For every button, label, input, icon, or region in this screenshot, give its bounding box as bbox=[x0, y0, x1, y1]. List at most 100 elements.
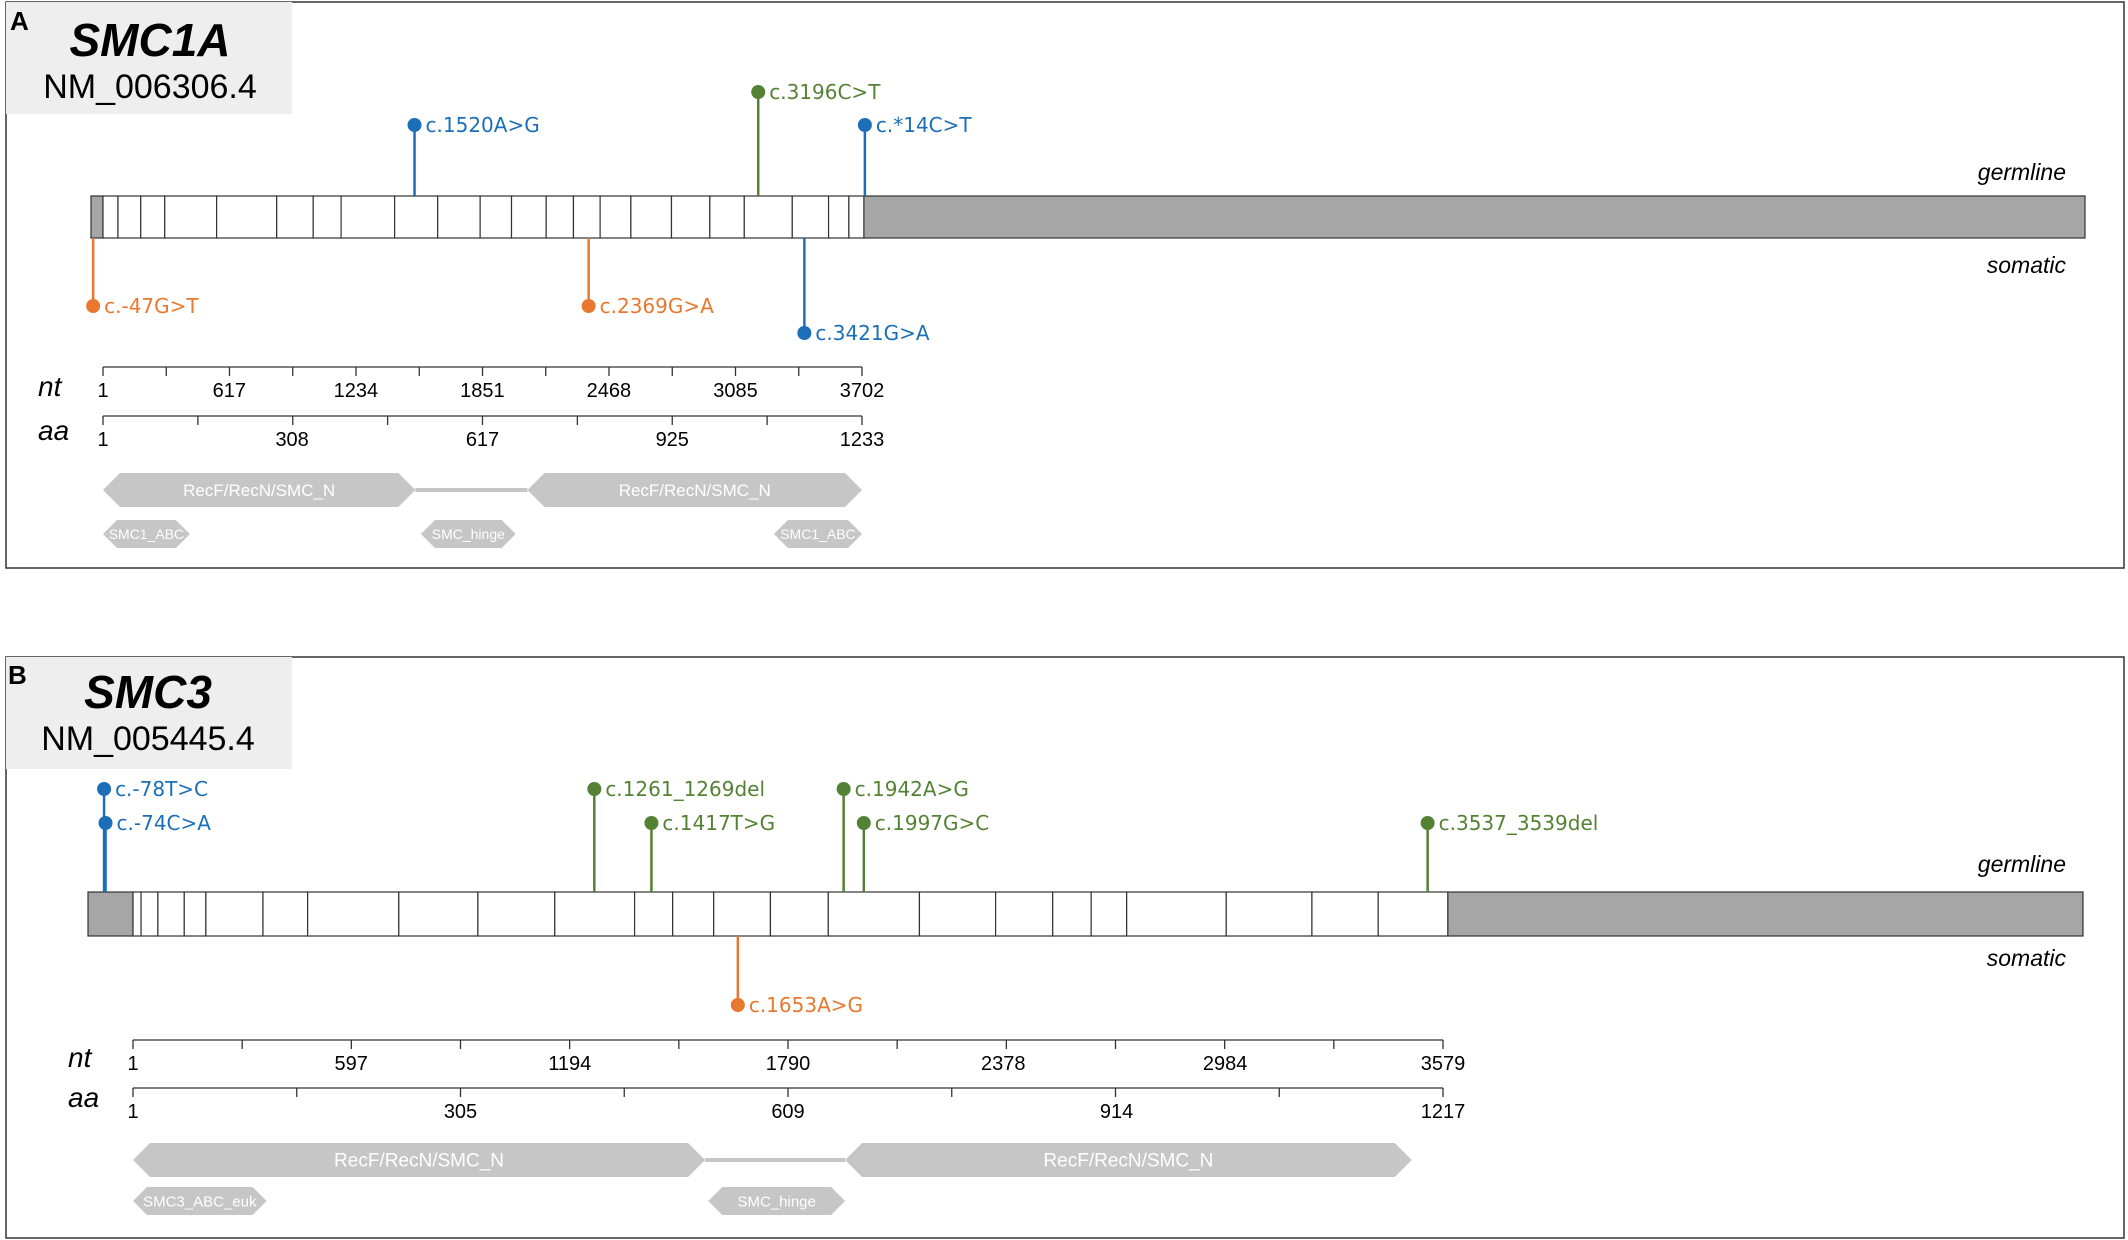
panel-a-exon bbox=[510, 195, 547, 239]
panel-a-nt-tick-label: 1 bbox=[97, 380, 108, 402]
panel-a-nt-tick-label: 2468 bbox=[587, 380, 632, 402]
panel-a-domain bbox=[103, 473, 416, 507]
panel-b-variant-label: c.1653A>G bbox=[749, 993, 863, 1017]
panel-a-variant-label: c.-47G>T bbox=[104, 294, 199, 318]
panel-a-exon bbox=[140, 195, 166, 239]
panel-b-exon bbox=[477, 891, 556, 937]
panel-b-domain-label: SMC3_ABC_euk bbox=[143, 1193, 257, 1210]
panel-a-letter: A bbox=[10, 6, 29, 36]
panel-b-nt-axis-name: nt bbox=[68, 1042, 93, 1073]
panel-a-variant-label: c.3196C>T bbox=[769, 80, 881, 104]
panel-b-title-box bbox=[6, 657, 292, 769]
panel-a-exon bbox=[437, 195, 481, 239]
panel-b-variant-label: c.1997G>C bbox=[875, 811, 989, 835]
panel-b-exon bbox=[713, 891, 772, 937]
panel-b-variant-label: c.-78T>C bbox=[115, 777, 208, 801]
panel-b-exon bbox=[1311, 891, 1379, 937]
panel-b-nt-tick-label: 597 bbox=[335, 1053, 368, 1075]
panel-a-domain-label: SMC_hinge bbox=[432, 526, 505, 542]
panel-b-exon bbox=[1377, 891, 1449, 937]
panel-b-domain bbox=[133, 1143, 706, 1177]
panel-a-domain-label: RecF/RecN/SMC_N bbox=[619, 481, 771, 500]
panel-a-exon bbox=[394, 195, 439, 239]
panel-a-aa-tick-label: 1233 bbox=[840, 429, 885, 451]
panel-b: B SMC3 NM_005445.4 germline somatic nt a… bbox=[5, 656, 2125, 1239]
panel-a-exon bbox=[216, 195, 278, 239]
panel-a-domain-label: SMC1_ABC bbox=[780, 526, 855, 542]
panel-b-variant-dot bbox=[587, 782, 602, 796]
panel-b-variant-dot bbox=[1420, 816, 1435, 830]
panel-a-aa-tick-label: 925 bbox=[656, 429, 689, 451]
panel-b-domain bbox=[845, 1143, 1412, 1177]
panel-b-exon bbox=[672, 891, 715, 937]
panel-a-exon bbox=[599, 195, 632, 239]
panel-a-variant-dot bbox=[581, 299, 596, 313]
panel-b-variant-label: c.-74C>A bbox=[117, 811, 212, 835]
panel-a-aa-axis-name: aa bbox=[38, 415, 69, 446]
panel-a-variant-dot bbox=[86, 299, 101, 313]
panel-b-domain-label: RecF/RecN/SMC_N bbox=[1043, 1151, 1213, 1172]
panel-b-nt-tick-label: 2984 bbox=[1203, 1053, 1248, 1075]
panel-a-3utr bbox=[863, 195, 2086, 239]
panel-a-exon bbox=[164, 195, 218, 239]
panel-a-exon bbox=[827, 195, 850, 239]
panel-a-5utr bbox=[90, 195, 104, 239]
panel-a-exon bbox=[545, 195, 575, 239]
panel-a-aa-tick-label: 1 bbox=[97, 429, 108, 451]
panel-b-aa-tick-label: 914 bbox=[1100, 1101, 1133, 1123]
panel-a-domain bbox=[420, 520, 516, 548]
panel-b-aa-tick-label: 1217 bbox=[1421, 1101, 1466, 1123]
panel-b-germline-label: germline bbox=[1978, 851, 2066, 877]
panel-b-exon bbox=[918, 891, 997, 937]
panel-a-exon bbox=[572, 195, 601, 239]
panel-a-domain-label: RecF/RecN/SMC_N bbox=[183, 481, 335, 500]
panel-a-gene-name: SMC1A bbox=[69, 14, 230, 66]
panel-a-exon bbox=[102, 195, 119, 239]
panel-b-exon bbox=[132, 891, 142, 937]
panel-a-nt-tick-label: 1851 bbox=[460, 380, 505, 402]
panel-a-title-box bbox=[6, 2, 292, 114]
panel-b-aa-tick-label: 609 bbox=[771, 1101, 804, 1123]
panel-b-nt-tick-label: 2378 bbox=[981, 1053, 1026, 1075]
panel-a-frame bbox=[5, 1, 2125, 569]
panel-b-exon bbox=[140, 891, 159, 937]
panel-a-variant-dot bbox=[857, 118, 872, 132]
panel-b-exon bbox=[769, 891, 829, 937]
panel-a-variant-label: c.3421G>A bbox=[815, 321, 930, 345]
panel-a-variant-label: c.1520A>G bbox=[426, 113, 540, 137]
panel-a-variant-dot bbox=[751, 85, 766, 99]
panel-a-exon bbox=[479, 195, 513, 239]
panel-b-nt-tick-label: 1194 bbox=[548, 1053, 591, 1075]
panel-b-exon bbox=[183, 891, 207, 937]
panel-b-variant-label: c.1261_1269del bbox=[605, 777, 765, 801]
panel-a-variant-dot bbox=[407, 118, 422, 132]
panel-a-aa-tick-label: 308 bbox=[275, 429, 308, 451]
panel-b-exon bbox=[827, 891, 921, 937]
panel-a-nt-tick-label: 3702 bbox=[840, 380, 885, 402]
panel-b-variant-dot bbox=[730, 998, 745, 1012]
panel-b-variant-label: c.1942A>G bbox=[855, 777, 969, 801]
panel-b-exon bbox=[994, 891, 1054, 937]
panel-a-exon bbox=[340, 195, 396, 239]
panel-b-exon bbox=[307, 891, 400, 937]
panel-b-somatic-label: somatic bbox=[1987, 945, 2067, 971]
panel-a-exon bbox=[276, 195, 314, 239]
panel-a-nt-tick-label: 1234 bbox=[334, 380, 379, 402]
panel-b-aa-axis-name: aa bbox=[68, 1082, 99, 1113]
panel-b-variant-label: c.1417T>G bbox=[662, 811, 775, 835]
panel-a-nt-tick-label: 3085 bbox=[713, 380, 758, 402]
panel-b-exon bbox=[1052, 891, 1092, 937]
panel-b-domain bbox=[708, 1187, 846, 1215]
panel-a-exon bbox=[312, 195, 342, 239]
panel-a: A SMC1A NM_006306.4 germline somatic nt … bbox=[5, 1, 2125, 569]
panel-a-exon bbox=[743, 195, 793, 239]
panel-b-frame bbox=[5, 656, 2125, 1239]
panel-a-variant-dot bbox=[797, 326, 812, 340]
panel-a-nt-tick-label: 617 bbox=[213, 380, 246, 402]
panel-a-exon bbox=[848, 195, 865, 239]
panel-b-letter: B bbox=[8, 660, 27, 690]
panel-a-aa-tick-label: 617 bbox=[466, 429, 499, 451]
panel-b-exon bbox=[205, 891, 264, 937]
panel-a-exon bbox=[117, 195, 142, 239]
